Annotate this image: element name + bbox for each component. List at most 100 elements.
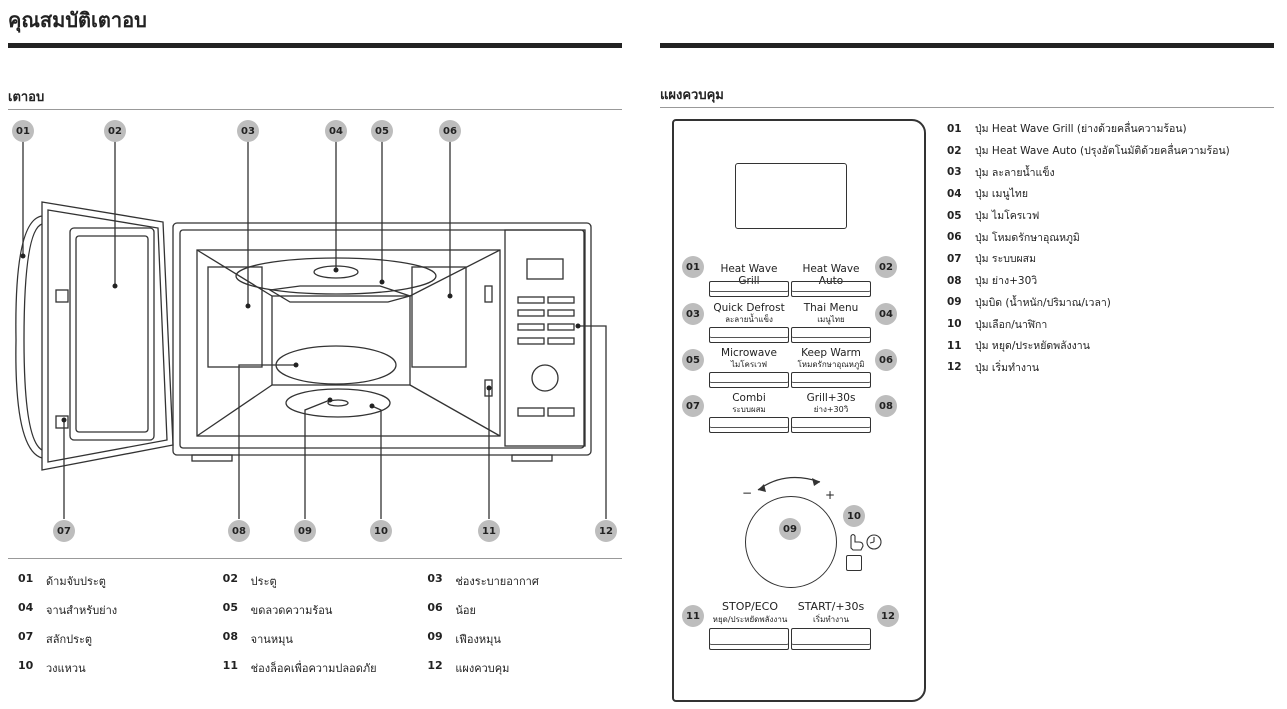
panel-section-rule — [660, 107, 1274, 108]
part-number: 06 — [427, 600, 443, 614]
part-number: 07 — [18, 629, 34, 643]
panel-display — [735, 163, 847, 229]
list-label: ปุ่ม ละลายน้ำแข็ง — [975, 166, 1055, 179]
oven-callout: 06 — [439, 120, 461, 142]
part-label: สลักประตู — [46, 632, 93, 646]
grill-30s-button[interactable] — [791, 417, 871, 433]
panel-callout: 06 — [875, 349, 897, 371]
stop-eco-button[interactable] — [709, 628, 789, 650]
quick-defrost-button[interactable] — [709, 327, 789, 343]
combi-button[interactable] — [709, 417, 789, 433]
select-clock-button[interactable] — [846, 555, 862, 571]
header-rule-left — [8, 43, 622, 48]
list-label: ปุ่ม Heat Wave Auto (ปรุงอัตโนมัติด้วยคล… — [975, 145, 1230, 158]
panel-callout: 01 — [682, 256, 704, 278]
start-30s-label: START/+30s — [797, 600, 865, 613]
list-number: 06 — [947, 231, 962, 244]
keep-warm-sublabel: โหมดรักษาอุณหภูมิ — [797, 360, 865, 369]
combi-label: Combi — [732, 392, 766, 404]
oven-callout: 03 — [237, 120, 259, 142]
list-label: ปุ่ม เริ่มทำงาน — [975, 361, 1040, 374]
part-number: 03 — [427, 571, 443, 585]
oven-callout: 12 — [595, 520, 617, 542]
list-number: 11 — [947, 339, 962, 352]
part-number: 05 — [222, 600, 238, 614]
oven-callout: 05 — [371, 120, 393, 142]
list-number: 10 — [947, 318, 962, 331]
part-label: ช่องระบายอากาศ — [455, 574, 539, 588]
stop-eco-sublabel: หยุด/ประหยัดพลังงาน — [712, 615, 788, 624]
list-number: 08 — [947, 274, 962, 287]
part-label: แผงควบคุม — [455, 661, 510, 675]
part-label: ช่องล็อคเพื่อความปลอดภัย — [250, 661, 377, 675]
combi-sublabel: ระบบผสม — [732, 405, 766, 414]
table-row: 07 สลักประตู 08 จานหมุน 09 เฟืองหมุน — [8, 624, 622, 653]
grill-30s-sublabel: ย่าง+30วิ — [813, 405, 849, 414]
list-item: 06 ปุ่ม โหมดรักษาอุณหภูมิ — [947, 226, 1277, 248]
panel-callout: 07 — [682, 395, 704, 417]
part-label: เฟืองหมุน — [455, 632, 501, 646]
start-30s-button[interactable] — [791, 628, 871, 650]
list-item: 11 ปุ่ม หยุด/ประหยัดพลังงาน — [947, 335, 1277, 357]
microwave-sublabel: ไมโครเวฟ — [730, 360, 768, 369]
start-30s-sublabel: เริ่มทำงาน — [813, 615, 849, 624]
part-number: 08 — [222, 629, 238, 643]
list-number: 09 — [947, 296, 962, 309]
part-label: จานหมุน — [250, 632, 293, 646]
panel-callout: 05 — [682, 349, 704, 371]
list-label: ปุ่ม ระบบผสม — [975, 253, 1037, 266]
thai-menu-label: Thai Menu — [803, 302, 859, 314]
list-label: ปุ่ม ย่าง+30วิ — [975, 275, 1038, 288]
panel-callout: 03 — [682, 303, 704, 325]
panel-callout: 02 — [875, 256, 897, 278]
part-number: 09 — [427, 629, 443, 643]
header-rule-right — [660, 43, 1274, 48]
oven-callout: 01 — [12, 120, 34, 142]
list-label: ปุ่ม หยุด/ประหยัดพลังงาน — [975, 340, 1090, 353]
part-number: 02 — [222, 571, 238, 585]
list-label: ปุ่มเลือก/นาฬิกา — [975, 318, 1048, 331]
thai-menu-button[interactable] — [791, 327, 871, 343]
oven-callout: 04 — [325, 120, 347, 142]
hand-clock-icon — [850, 533, 882, 551]
list-item: 09 ปุ่มบิด (น้ำหนัก/ปริมาณ/เวลา) — [947, 292, 1277, 314]
microwave-button[interactable] — [709, 372, 789, 388]
list-number: 05 — [947, 209, 962, 222]
page-title: คุณสมบัติเตาอบ — [8, 8, 147, 32]
dial-knob[interactable] — [745, 496, 837, 588]
keep-warm-label: Keep Warm — [801, 347, 861, 359]
part-label: ขดลวดความร้อน — [250, 603, 333, 617]
list-item: 10 ปุ่มเลือก/นาฬิกา — [947, 313, 1277, 335]
oven-callout: 11 — [478, 520, 500, 542]
part-number: 04 — [18, 600, 34, 614]
heat-wave-auto-button[interactable] — [791, 281, 871, 297]
oven-callout: 09 — [294, 520, 316, 542]
list-item: 08 ปุ่ม ย่าง+30วิ — [947, 270, 1277, 292]
panel-callout: 11 — [682, 605, 704, 627]
heat-wave-grill-button[interactable] — [709, 281, 789, 297]
oven-section-rule — [8, 109, 622, 110]
part-label: น้อย — [455, 603, 476, 617]
control-panel — [672, 119, 926, 702]
list-label: ปุ่ม โหมดรักษาอุณหภูมิ — [975, 231, 1080, 244]
list-label: ปุ่มบิด (น้ำหนัก/ปริมาณ/เวลา) — [975, 296, 1111, 309]
keep-warm-button[interactable] — [791, 372, 871, 388]
part-label: จานสำหรับย่าง — [46, 603, 118, 617]
dial-minus-symbol: − — [742, 486, 753, 500]
part-number: 01 — [18, 571, 34, 585]
list-label: ปุ่ม เมนูไทย — [975, 188, 1028, 201]
panel-callout: 09 — [779, 518, 801, 540]
oven-section-title: เตาอบ — [8, 90, 45, 105]
panel-callout: 08 — [875, 395, 897, 417]
microwave-label: Microwave — [721, 347, 777, 359]
part-number: 12 — [427, 658, 443, 672]
part-number: 10 — [18, 658, 34, 672]
